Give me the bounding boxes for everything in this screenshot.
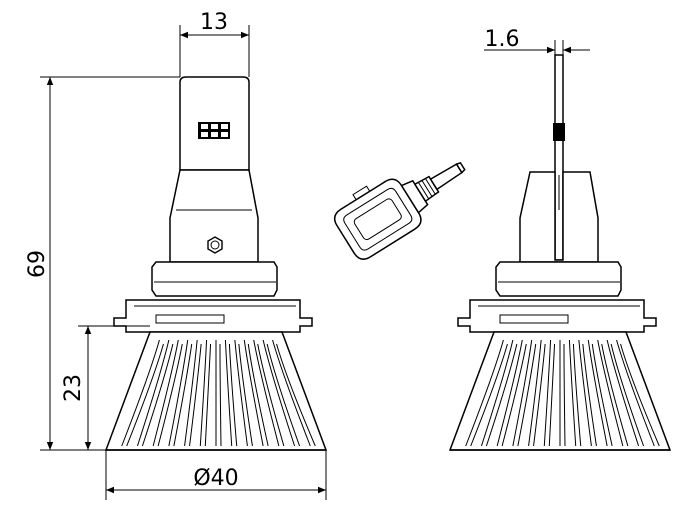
dimension-board-width: 13 — [179, 10, 250, 77]
heatsink-fin — [243, 339, 264, 447]
dimension-board-thickness: 1.6 — [484, 27, 590, 55]
collar — [151, 261, 278, 297]
heatsink-fin-edge — [126, 343, 164, 447]
heatsink-fin-edge — [257, 343, 285, 447]
side-view — [448, 54, 672, 451]
heatsink-fin-edge — [548, 343, 556, 447]
heatsink-fin-edge — [141, 343, 174, 447]
dimension-base-diameter: Ø40 — [105, 450, 327, 500]
heatsink-fin — [199, 339, 208, 447]
heatsink-fin — [262, 339, 296, 447]
heatsink-fin — [587, 339, 608, 447]
hex-nut-icon — [207, 236, 223, 254]
heatsink-fin-edge — [572, 343, 582, 447]
led-chip-icon — [198, 122, 230, 139]
heatsink-fin — [528, 339, 542, 447]
heatsink-fin — [480, 339, 514, 447]
front-view — [104, 76, 328, 451]
heatsink-fin — [272, 339, 311, 447]
heatsink-fin — [465, 339, 504, 447]
heatsink-fin — [121, 339, 160, 447]
heatsink-fin-edge — [470, 343, 508, 447]
heatsink-fin — [234, 339, 248, 447]
heatsink-fin-edge — [238, 343, 253, 447]
heatsink-fin-edge — [247, 343, 269, 447]
heatsink-fin-edge — [620, 343, 660, 447]
heatsink-fin — [512, 339, 533, 447]
heatsink-fin — [224, 339, 233, 447]
heatsink-fin-edge — [204, 343, 212, 447]
side-board — [554, 54, 564, 261]
flange — [113, 299, 313, 333]
heatsink-fins — [121, 339, 316, 447]
heatsink-fin — [496, 339, 523, 447]
heatsink-fin-edge — [189, 343, 202, 447]
heatsink-fin — [606, 339, 640, 447]
heatsink-fin-edge — [266, 343, 301, 447]
heatsink-fin-edge — [591, 343, 613, 447]
heatsink-fin-edge — [610, 343, 645, 447]
board-thickness-label: 1.6 — [485, 27, 520, 52]
heatsink-fin-edge — [533, 343, 546, 447]
heatsink-fin — [253, 339, 280, 447]
board-width-label: 13 — [200, 10, 228, 35]
heatsink-fin — [578, 339, 592, 447]
base-diameter-label: Ø40 — [193, 466, 238, 491]
heatsink-fin-edge — [485, 343, 518, 447]
heatsink-fin — [168, 339, 189, 447]
heatsink-fin-edge — [582, 343, 597, 447]
dimension-base-height: 23 — [61, 325, 150, 450]
heatsink-fin-edge — [219, 343, 222, 447]
heatsink-fins — [465, 339, 660, 447]
connector-housing — [333, 178, 422, 260]
board-housing — [169, 169, 259, 263]
heatsink-fin-edge — [563, 343, 566, 447]
connector-isometric-view — [333, 161, 466, 260]
base-height-label: 23 — [61, 374, 86, 402]
heatsink-fin — [184, 339, 198, 447]
heatsink-fin-edge — [601, 343, 629, 447]
heatsink-fin — [136, 339, 170, 447]
heatsink-fin-edge — [157, 343, 183, 447]
heatsink-fin — [568, 339, 577, 447]
heatsink-fin — [152, 339, 179, 447]
total-height-label: 69 — [25, 250, 50, 278]
heatsink-fin — [616, 339, 655, 447]
heatsink-fin-edge — [501, 343, 527, 447]
heatsink-fin-edge — [517, 343, 537, 447]
dimension-total-height: 69 — [25, 76, 180, 451]
heatsink-fin — [543, 339, 552, 447]
heatsink-fin-edge — [276, 343, 316, 447]
heatsink-fin-edge — [173, 343, 193, 447]
heatsink-fin-edge — [228, 343, 238, 447]
heatsink-fin — [597, 339, 624, 447]
